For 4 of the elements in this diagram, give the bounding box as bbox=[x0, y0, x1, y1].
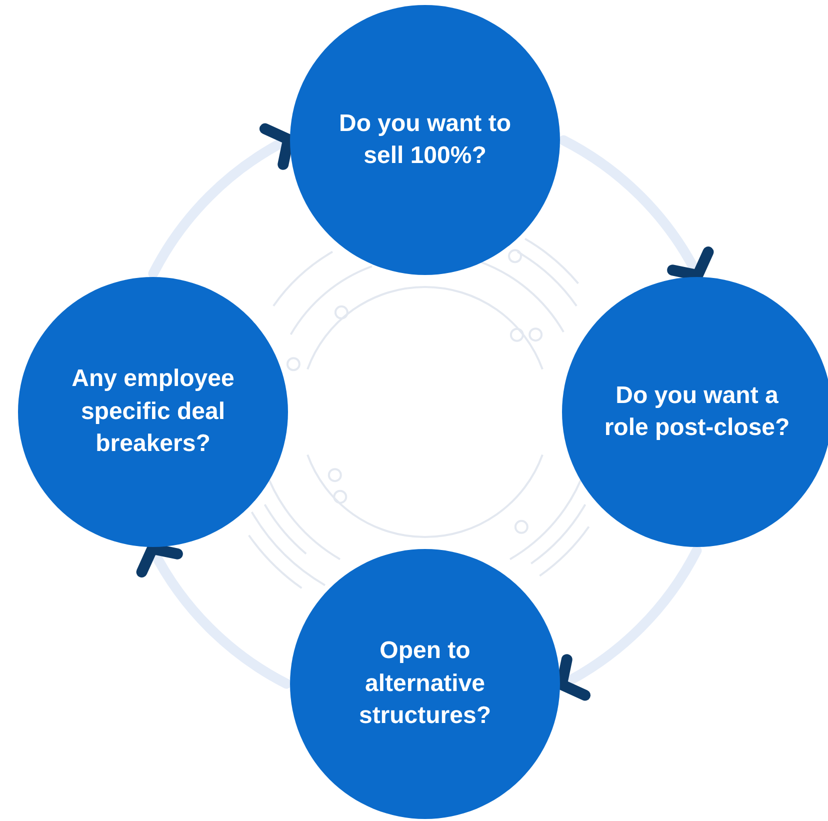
question-text: Do you want a role post-close? bbox=[603, 380, 791, 443]
question-text: Do you want to sell 100%? bbox=[338, 108, 512, 171]
question-text: Open to alternative structures? bbox=[358, 636, 492, 732]
question-text: Any employee specific deal breakers? bbox=[70, 364, 236, 460]
